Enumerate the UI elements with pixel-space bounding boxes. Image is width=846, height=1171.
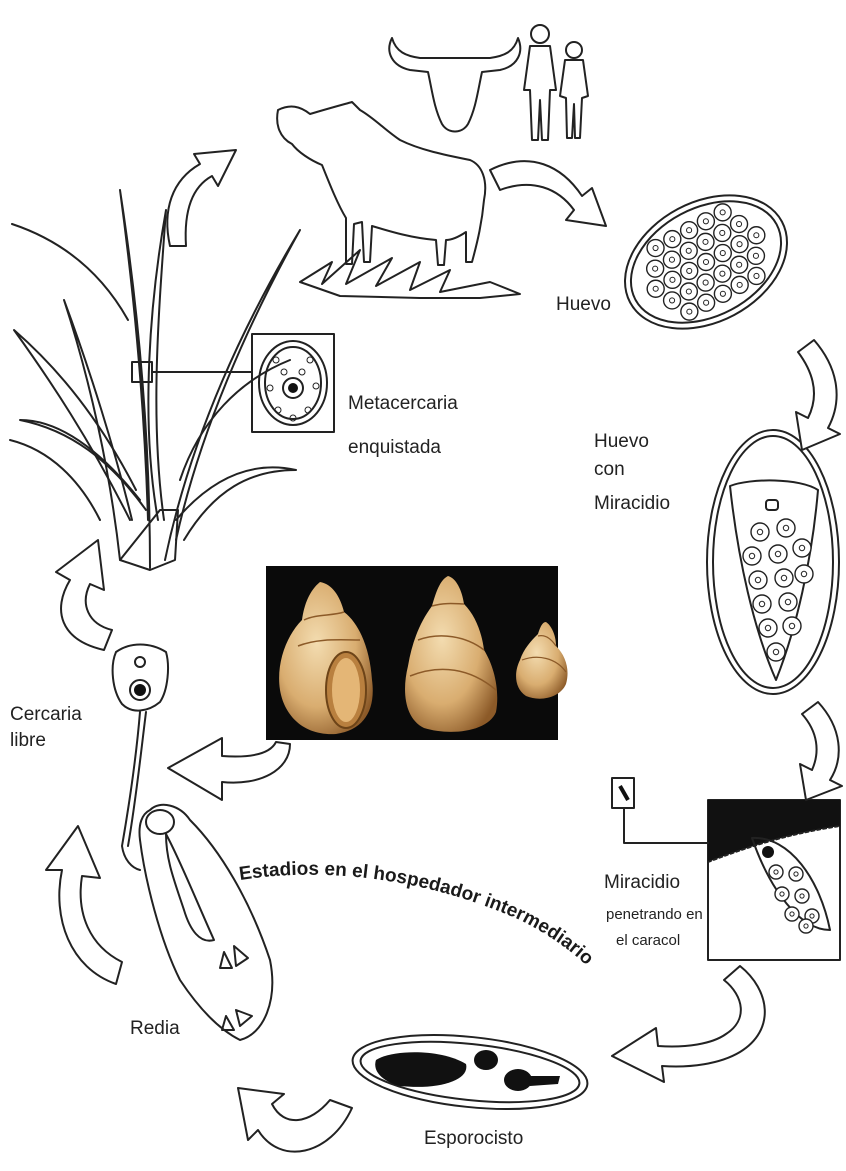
metacercaria-dot [313,383,319,389]
cell [749,571,767,589]
cell [663,251,680,268]
cell [731,276,748,293]
cell [647,280,664,297]
cell [775,569,793,587]
cell [731,236,748,253]
cell [697,213,714,230]
cell [759,619,777,637]
cell [697,233,714,250]
label-huevo: Huevo [556,292,611,318]
cell [697,274,714,291]
cell [753,595,771,613]
cell [664,231,681,248]
cycle-arrow-icon [238,1088,352,1152]
cell [714,245,731,262]
cell [751,523,769,541]
cell [731,216,748,233]
cell [743,547,761,565]
label-miracidio: Miracidio [604,870,680,896]
metacercaria-dot [281,369,287,375]
cell [779,593,797,611]
label-esporocisto: Esporocisto [424,1126,523,1152]
label-line: penetrando en [606,902,703,928]
cycle-arrow-icon [46,826,122,984]
cell [647,260,664,277]
cell [714,265,731,282]
label-line: Huevo [594,428,670,456]
cell [795,889,809,903]
cow-head-icon [389,38,520,132]
label-redia: Redia [130,1016,180,1042]
sheep-icon [277,102,485,265]
metacercaria-icon [252,334,334,432]
human-silhouettes-icon [524,25,588,140]
cell [769,865,783,879]
cell [789,867,803,881]
snail-photo [266,566,568,740]
cell [698,294,715,311]
cycle-arrow-icon [490,161,606,226]
cycle-arrow-icon [167,150,236,246]
intermediate-host-caption: Estadios en el hospedador intermediario [238,859,598,970]
metacercaria-dot [305,407,311,413]
cell [714,224,731,241]
cell [731,256,748,273]
metacercaria-dot [273,357,279,363]
sporocyst-icon [349,1025,591,1119]
cycle-arrow-icon [612,966,765,1082]
cell [681,262,698,279]
grass-plant-icon [10,190,300,570]
label-huevo-con-miracidio: Huevo con Miracidio [594,428,670,518]
cycle-arrow-icon [800,702,842,800]
cell [767,643,785,661]
cell [748,227,765,244]
egg-icon [602,169,810,356]
label-line: el caracol [606,928,703,954]
cycle-arrow-icon [56,540,112,650]
cell [714,204,731,221]
cell [647,240,664,257]
cell [775,887,789,901]
label-line: Cercaria [10,702,82,728]
cell [664,271,681,288]
cell [769,545,787,563]
cell [680,242,697,259]
cell [714,285,731,302]
redia-icon [139,805,272,1040]
cell [793,539,811,557]
cell [664,292,681,309]
label-line: libre [10,728,82,754]
label-line: enquistada [348,426,458,470]
cell [799,919,813,933]
cycle-arrow-icon [168,738,290,800]
cell [698,254,715,271]
label-line: Metacercaria [348,382,458,426]
cell [783,617,801,635]
label-cercaria-libre: Cercaria libre [10,702,82,754]
cycle-arrow-icon [796,340,840,450]
cell [777,519,795,537]
label-miracidio-sub: penetrando en el caracol [606,902,703,954]
metacercaria-dot [299,369,305,375]
metacercaria-dot [307,357,313,363]
cell [748,267,765,284]
label-metacercaria: Metacercaria enquistada [348,382,458,470]
label-line: Miracidio [594,490,670,518]
cell [795,565,813,583]
egg-with-miracidium-icon [707,430,839,694]
grass-tuft-icon [300,250,520,298]
cell [747,247,764,264]
cell [681,303,698,320]
label-line: con [594,456,670,484]
cell [681,222,698,239]
cell [785,907,799,921]
cell [680,283,697,300]
metacercaria-dot [267,385,273,391]
metacercaria-dot [275,407,281,413]
